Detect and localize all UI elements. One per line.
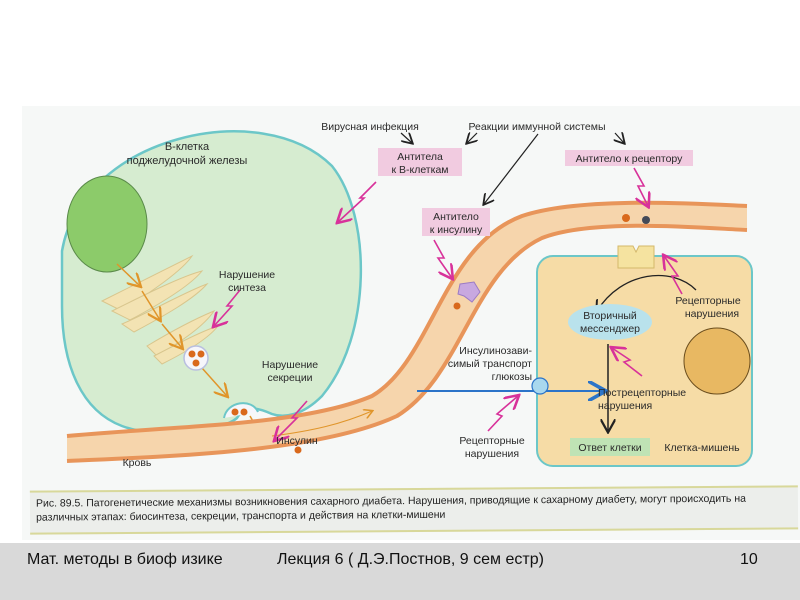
insulin-granule — [294, 446, 302, 454]
diagram-figure: В-клетка поджелудочной железы Вирусная и… — [22, 106, 800, 540]
glucose-transport-label-3: глюкозы — [492, 371, 532, 383]
beta-cell-label-2: поджелудочной железы — [127, 155, 248, 167]
antibody-receptor-label: Антитело к рецептору — [576, 153, 684, 165]
diabetes-pathogenesis-diagram: В-клетка поджелудочной железы Вирусная и… — [60, 121, 753, 469]
glucose-transporter — [531, 377, 549, 395]
receptor — [617, 245, 655, 269]
insulin-label: Инсулин — [276, 435, 318, 447]
secretion-disorder-label-2: секреции — [267, 372, 312, 384]
glucose-transport-label-2: симый транспорт — [448, 358, 532, 370]
antibody-to-insulin-box — [422, 208, 490, 236]
receptor-disorders-right-2: нарушения — [685, 308, 739, 320]
receptor-disorders-bottom-2: нарушения — [465, 448, 519, 460]
target-cell-label: Клетка-мишень — [664, 442, 740, 454]
antibodies-beta-label-2: к В-клеткам — [391, 164, 448, 176]
antibody-to-receptor-box — [565, 150, 693, 166]
antibodies-to-beta-cells-box — [378, 148, 462, 176]
postreceptor-label-1: Пострецепторные — [598, 387, 686, 399]
golgi-apparatus — [100, 254, 220, 365]
lightning-arrows — [214, 167, 683, 440]
postreceptor-label-2: нарушения — [598, 400, 652, 412]
beta-cell-nucleus — [66, 175, 148, 273]
synthesis-disorder-label-2: синтеза — [228, 282, 266, 294]
second-messenger — [568, 304, 652, 340]
receptor-disorders-right-1: Рецепторные — [675, 295, 741, 307]
target-cell-nucleus — [683, 327, 751, 395]
receptor-disorders-bottom-1: Рецепторные — [459, 435, 525, 447]
footer-course: Мат. методы в биоф изике — [27, 551, 223, 568]
blood-vessel — [67, 202, 747, 461]
blood-label: Кровь — [123, 457, 152, 469]
antibodies-beta-label-1: Антитела — [397, 151, 443, 163]
slide-footer: Мат. методы в биоф изике Лекция 6 ( Д.Э.… — [0, 543, 800, 600]
synthesis-disorder-label-1: Нарушение — [219, 269, 275, 281]
figure-caption: Рис. 89.5. Патогенетические механизмы во… — [29, 485, 799, 535]
glucose-transport-label-1: Инсулинозави- — [459, 345, 532, 357]
cell-response-label: Ответ клетки — [578, 442, 641, 454]
second-messenger-label-1: Вторичный — [583, 310, 637, 322]
antibody-to-insulin-shape — [457, 281, 481, 303]
beta-cell-label: В-клетка — [165, 141, 210, 153]
antibody-insulin-label-2: к инсулину — [430, 224, 483, 236]
cell-response-box — [570, 438, 650, 456]
footer-lecture: Лекция 6 ( Д.Э.Постнов, 9 сем естр) — [277, 551, 544, 568]
antibody-insulin-label-1: Антитело — [433, 211, 479, 223]
viral-infection-label: Вирусная инфекция — [321, 121, 419, 133]
immune-reactions-label: Реакции иммунной системы — [468, 121, 605, 133]
slide-number: 10 — [740, 551, 758, 568]
secretion-disorder-label-1: Нарушение — [262, 359, 318, 371]
second-messenger-label-2: мессенджер — [580, 323, 640, 335]
